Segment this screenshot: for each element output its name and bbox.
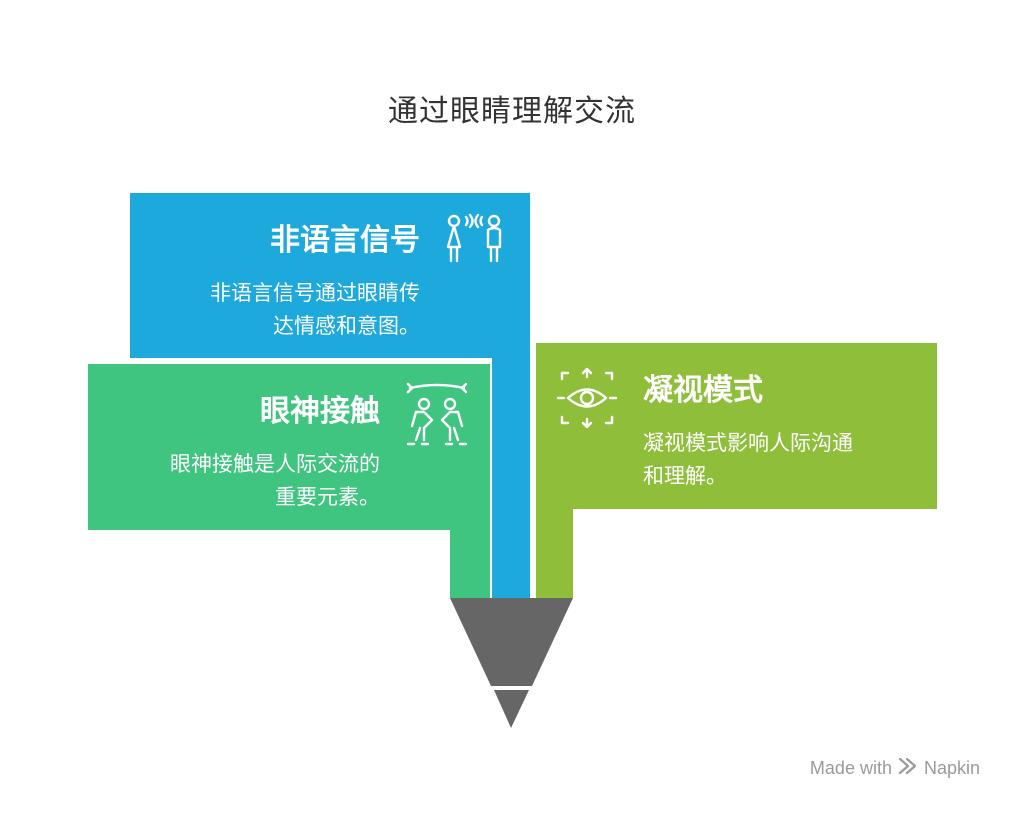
nonverbal-signal-line-1: 非语言信号通过眼睛传: [210, 281, 420, 305]
eye-arrows-icon: [554, 365, 620, 435]
eye-contact-card: 眼神接触 眼神接触是人际交流的 重要元素。: [88, 364, 490, 530]
gaze-pattern-card: 凝视模式 凝视模式影响人际沟通 和理解。: [536, 343, 937, 509]
napkin-logo-icon: [898, 757, 918, 780]
gaze-pattern-line-2: 和理解。: [643, 464, 727, 488]
eye-contact-description: 眼神接触是人际交流的 重要元素。: [170, 448, 380, 514]
nonverbal-signal-card: 非语言信号 非语言信号通过眼睛传 达情感和意图。: [130, 193, 530, 358]
two-people-talking-icon: [440, 211, 510, 275]
nonverbal-signal-title: 非语言信号: [270, 223, 420, 258]
eye-contact-line-2: 重要元素。: [275, 485, 380, 509]
blue-stem: [492, 355, 530, 598]
made-with-napkin-footer: Made with Napkin: [810, 757, 980, 780]
eye-contact-line-1: 眼神接触是人际交流的: [170, 452, 380, 476]
nonverbal-signal-description: 非语言信号通过眼睛传 达情感和意图。: [210, 277, 420, 343]
funnel-tip: [450, 598, 573, 728]
gaze-pattern-description: 凝视模式影响人际沟通 和理解。: [643, 427, 853, 493]
gaze-pattern-line-1: 凝视模式影响人际沟通: [643, 431, 853, 455]
olive-stem: [536, 505, 573, 598]
green-stem: [450, 528, 490, 598]
two-people-connected-icon: [404, 382, 470, 452]
nonverbal-signal-line-2: 达情感和意图。: [273, 314, 420, 338]
eye-contact-title: 眼神接触: [260, 394, 380, 429]
funnel-lower-segment: [494, 690, 529, 728]
napkin-brand-label: Napkin: [923, 758, 980, 778]
page-title: 通过眼睛理解交流: [388, 94, 636, 129]
funnel-upper-segment: [450, 598, 573, 686]
gaze-pattern-title: 凝视模式: [643, 373, 763, 408]
made-with-label: Made with: [809, 758, 892, 778]
